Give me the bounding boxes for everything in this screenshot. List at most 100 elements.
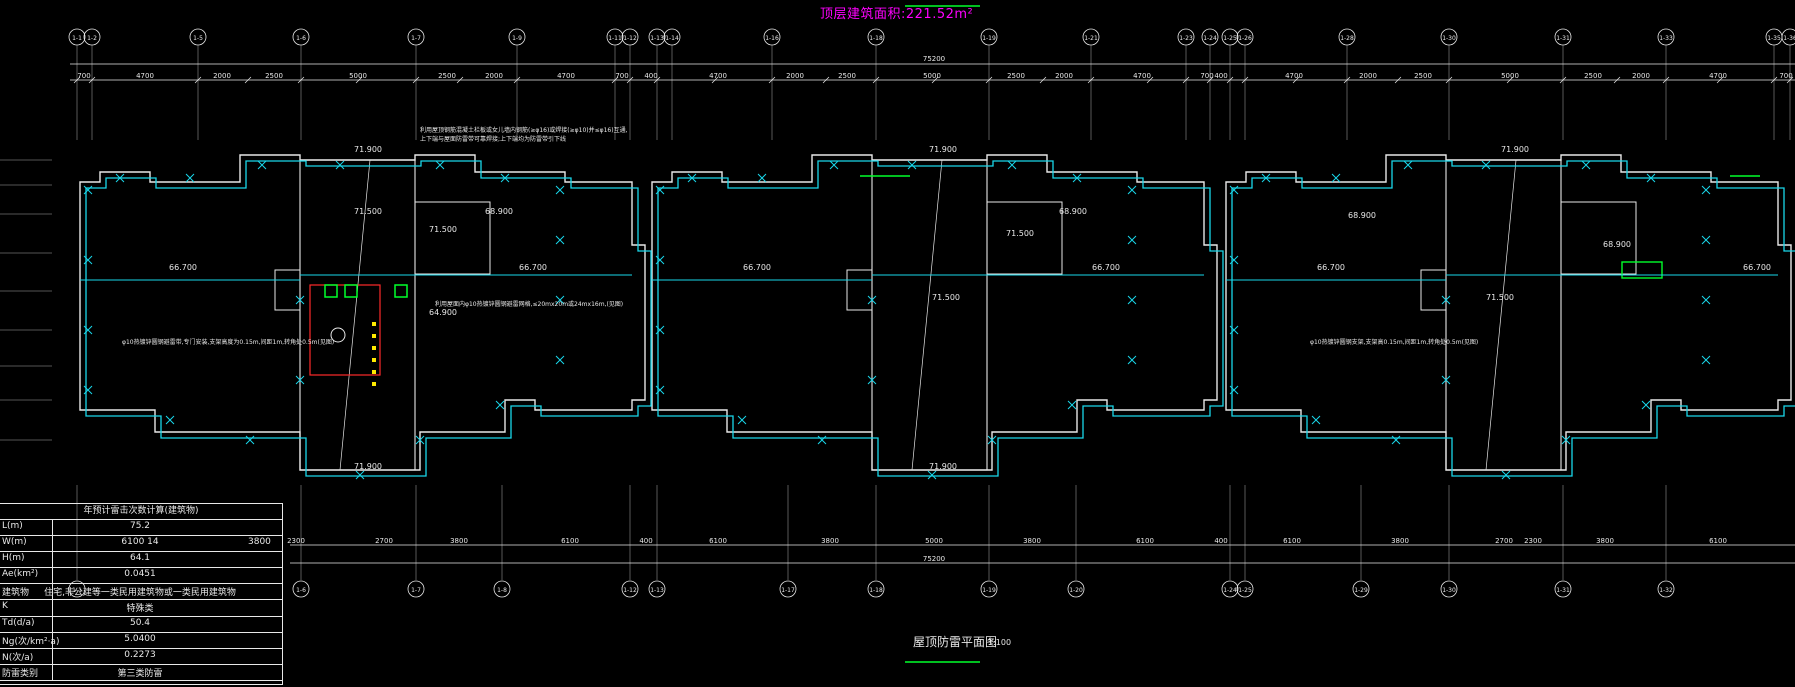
strip-support-mark bbox=[83, 325, 93, 335]
axis-label-top: 1-7 bbox=[411, 35, 421, 42]
calc-row-value: 75.2 bbox=[129, 521, 151, 531]
roof-outline bbox=[1225, 154, 1792, 471]
strip-support-mark bbox=[655, 385, 665, 395]
dim-tick bbox=[611, 76, 619, 84]
dim-top: 2500 bbox=[1584, 72, 1602, 80]
dim-tick bbox=[1226, 76, 1234, 84]
strip-support-mark bbox=[185, 173, 195, 183]
axis-label-bottom: 1-20 bbox=[1069, 587, 1083, 594]
axis-label-top: 1-31 bbox=[1556, 35, 1570, 42]
axis-bubble bbox=[867, 580, 885, 598]
stair-detail bbox=[372, 370, 376, 374]
dim-tick bbox=[1786, 76, 1794, 84]
strip-support-mark bbox=[907, 160, 917, 170]
table-divider bbox=[52, 552, 53, 568]
axis-label-bottom: 1-1 bbox=[72, 587, 82, 594]
axis-bubble bbox=[1554, 580, 1572, 598]
axis-label-top: 1-16 bbox=[765, 35, 779, 42]
table-divider bbox=[52, 616, 53, 632]
axis-bubble bbox=[663, 28, 681, 46]
stair-core bbox=[299, 159, 416, 471]
dim-top: 700 bbox=[1779, 72, 1792, 80]
dim-tick bbox=[456, 76, 464, 84]
axis-bubble bbox=[1554, 28, 1572, 46]
dim-tick bbox=[1770, 76, 1778, 84]
floor-area-title: 顶层建筑面积:221.52m² bbox=[820, 7, 974, 22]
stair-detail bbox=[330, 327, 346, 343]
stair-core bbox=[871, 159, 988, 471]
elevation-label: 68.900 bbox=[1603, 240, 1631, 249]
strip-support-mark bbox=[555, 185, 565, 195]
drawing-title: 屋顶防雷平面图 bbox=[913, 635, 998, 649]
dim-tick bbox=[626, 76, 634, 84]
calc-table-row: Ng(次/km²·a)5.0400 bbox=[0, 632, 282, 649]
dim-tick bbox=[1206, 76, 1214, 84]
strip-support-mark bbox=[1127, 295, 1137, 305]
calc-row-value: 6100 14 bbox=[121, 537, 159, 548]
axis-label-bottom: 1-13 bbox=[650, 587, 664, 594]
table-divider bbox=[52, 632, 53, 648]
dim-bottom: 2700 bbox=[1495, 537, 1513, 545]
strip-support-mark bbox=[415, 435, 425, 445]
room-box bbox=[986, 201, 1063, 275]
axis-bubble bbox=[648, 28, 666, 46]
dim-tick bbox=[1182, 76, 1190, 84]
axis-bubble bbox=[1657, 580, 1675, 598]
dim-tick bbox=[1146, 76, 1154, 84]
stair-detail bbox=[372, 382, 376, 386]
axis-label-top: 1-11 bbox=[608, 35, 622, 42]
strip-support-mark bbox=[817, 435, 827, 445]
strip-support-mark bbox=[335, 160, 345, 170]
elevation-label: 68.900 bbox=[1348, 211, 1376, 220]
axis-label-bottom: 1-6 bbox=[296, 587, 306, 594]
strip-support-mark bbox=[655, 185, 665, 195]
axis-bubble bbox=[621, 28, 639, 46]
axis-bubble bbox=[1352, 580, 1370, 598]
axis-label-top: 1-25 bbox=[1223, 35, 1237, 42]
strip-support-mark bbox=[1127, 355, 1137, 365]
elevation-label: 68.900 bbox=[485, 207, 513, 216]
calc-table-row: Td(d/a)50.4 bbox=[0, 616, 282, 633]
strip-support-mark bbox=[655, 325, 665, 335]
axis-label-top: 1-5 bbox=[193, 35, 203, 42]
dim-tick bbox=[244, 76, 252, 84]
dim-top: 2500 bbox=[1414, 72, 1432, 80]
strip-support-mark bbox=[927, 470, 937, 480]
dim-top: 2000 bbox=[1632, 72, 1650, 80]
axis-bubble bbox=[1067, 580, 1085, 598]
strip-support-mark bbox=[1127, 185, 1137, 195]
dim-tick bbox=[822, 76, 830, 84]
dim-top: 2000 bbox=[1055, 72, 1073, 80]
strip-support-mark bbox=[245, 435, 255, 445]
room-box bbox=[414, 201, 491, 275]
strip-support-mark bbox=[555, 355, 565, 365]
strip-support-mark bbox=[687, 173, 697, 183]
dim-tick bbox=[412, 76, 420, 84]
note-text: 利用屋顶钢筋混凝土栏板或女儿墙内钢筋(≥φ16)或焊接(≥φ10)并≤φ16)互… bbox=[420, 126, 628, 134]
dim-top: 2000 bbox=[485, 72, 503, 80]
calc-table-row: 建筑物住宅,非公建等一类民用建筑物或一类民用建筑物 bbox=[0, 584, 282, 601]
strip-support-mark bbox=[83, 385, 93, 395]
strip-support-mark bbox=[757, 173, 767, 183]
dim-tick bbox=[931, 76, 939, 84]
axis-bubble bbox=[508, 28, 526, 46]
dim-top: 400 bbox=[644, 72, 657, 80]
room-box bbox=[1560, 201, 1637, 275]
dim-bottom: 5000 bbox=[925, 537, 943, 545]
calc-row-label: 建筑物 bbox=[2, 588, 30, 599]
axis-label-bottom: 1-7 bbox=[411, 587, 421, 594]
dim-top: 700 bbox=[615, 72, 628, 80]
calc-table-row: N(次/a)0.2273 bbox=[0, 648, 282, 665]
axis-label-top: 1-1 bbox=[72, 35, 82, 42]
dim-tick bbox=[872, 76, 880, 84]
strip-support-mark bbox=[1641, 400, 1651, 410]
axis-label-top: 1-13 bbox=[650, 35, 664, 42]
elevation-label: 66.700 bbox=[1092, 263, 1120, 272]
axis-label-top: 1-35 bbox=[1767, 35, 1781, 42]
strip-support-mark bbox=[1701, 185, 1711, 195]
dim-tick bbox=[73, 76, 81, 84]
axis-bubble bbox=[1221, 28, 1239, 46]
dim-tick bbox=[1394, 76, 1402, 84]
strip-support-mark bbox=[1403, 160, 1413, 170]
